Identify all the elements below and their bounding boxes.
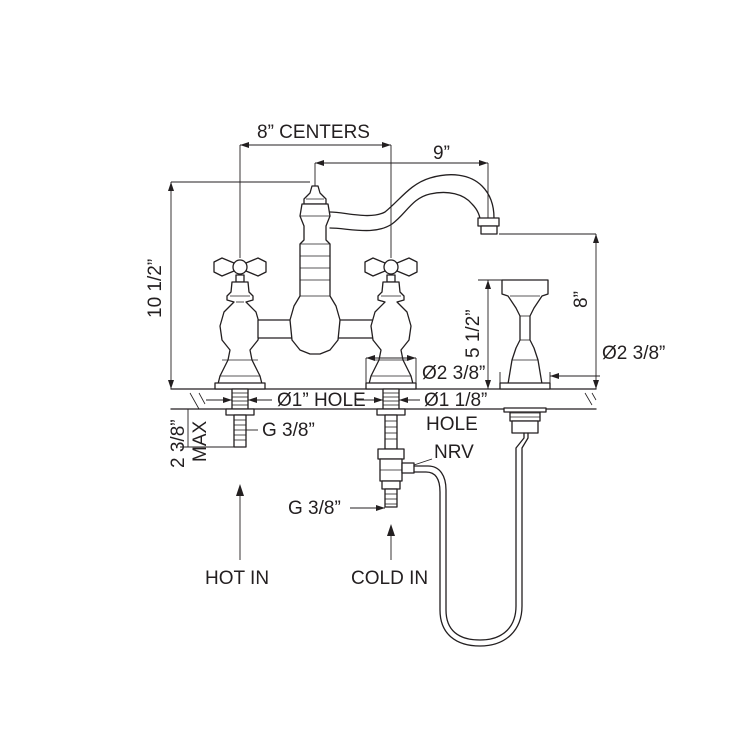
deck-thickness-max-label: MAX <box>190 421 211 463</box>
handle-hole-label: Ø1” HOLE <box>277 390 366 411</box>
hot-handle-valve <box>213 257 267 390</box>
hot-thread-label: G 3/8” <box>262 420 315 441</box>
cold-thread-label: G 3/8” <box>288 498 341 519</box>
deck-thickness-label: 2 3/8” <box>168 419 189 468</box>
spray-hose <box>413 432 529 647</box>
faucet-base-diameter-label: Ø2 3/8” <box>422 363 485 384</box>
hot-in-label: HOT IN <box>205 568 269 589</box>
hot-shank <box>225 388 255 448</box>
bridge-pipe <box>257 319 377 339</box>
spout-height-label: 8” <box>571 291 592 308</box>
cold-shank <box>376 388 415 508</box>
cold-in-label: COLD IN <box>351 568 428 589</box>
spout-hole-label: Ø1 1/8” <box>424 390 487 411</box>
nrv-label: NRV <box>434 442 474 463</box>
spout-column <box>289 174 500 355</box>
spray-base-diameter-label: Ø2 3/8” <box>602 343 665 364</box>
centers-label: 8” CENTERS <box>257 122 370 143</box>
cold-inlet-arrow <box>387 524 395 560</box>
dimension-lines <box>168 142 600 511</box>
cold-handle-valve <box>364 257 418 390</box>
spout-hole-label-2: HOLE <box>426 414 478 435</box>
hot-inlet-arrow <box>236 484 244 560</box>
spout-reach-label: 9” <box>433 143 450 164</box>
overall-height-label: 10 1/2” <box>145 259 166 318</box>
side-spray <box>499 279 551 434</box>
spray-height-label: 5 1/2” <box>463 309 484 358</box>
